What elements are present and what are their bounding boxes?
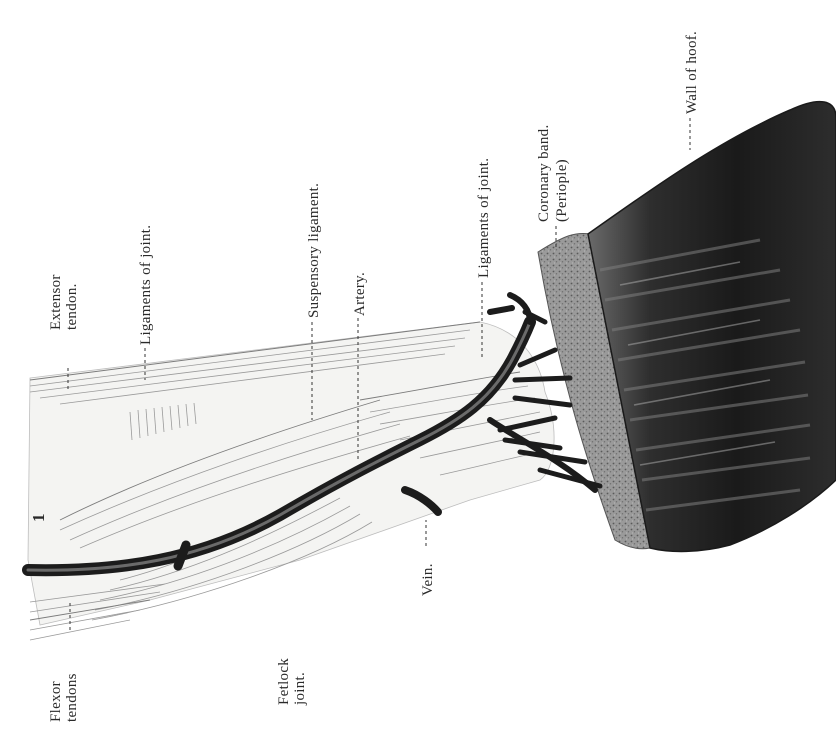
label-flexor-line1: Flexor: [48, 681, 64, 722]
label-ligaments-lower: Ligaments of joint.: [476, 158, 492, 278]
label-coronary-line1: Coronary band.: [536, 124, 552, 222]
figure-number: 1: [29, 513, 48, 522]
label-coronary-line2: (Periople): [554, 159, 570, 222]
label-wall-of-hoof: Wall of hoof.: [684, 31, 700, 114]
label-fetlock-line1: Fetlock: [276, 658, 292, 705]
leg-tissue: [28, 322, 554, 640]
label-fetlock-line2: joint.: [292, 672, 308, 706]
label-artery: Artery.: [352, 272, 368, 316]
label-flexor-line2: tendons: [64, 673, 80, 722]
label-vein: Vein.: [420, 563, 436, 596]
label-extensor-line1: Extensor: [48, 274, 64, 330]
label-ligaments-upper: Ligaments of joint.: [138, 225, 154, 345]
label-suspensory: Suspensory ligament.: [306, 183, 322, 318]
label-extensor-line2: tendon.: [64, 283, 80, 330]
